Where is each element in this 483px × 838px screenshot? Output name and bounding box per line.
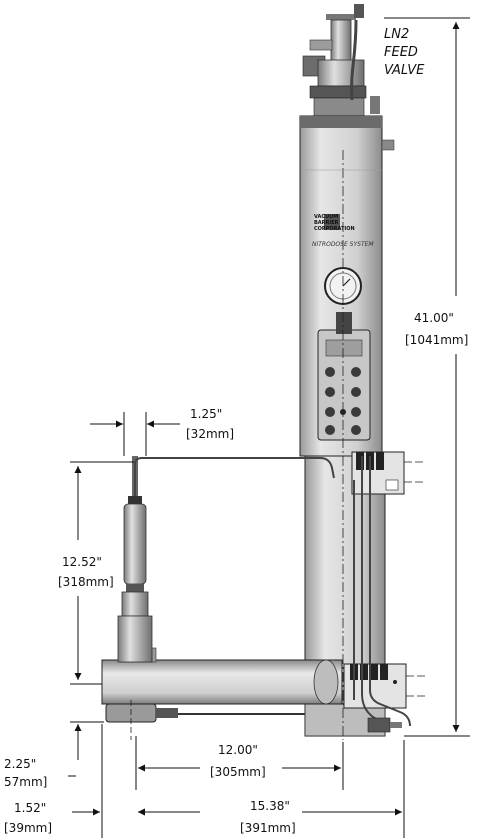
- brand-label: VACUUM BARRIER CORPORATION NITRODOSE SYS…: [312, 214, 374, 248]
- probe-height-mm: [318mm]: [58, 575, 114, 589]
- height-total-mm: [1041mm]: [405, 333, 468, 347]
- base-offset-mm: 57mm]: [4, 775, 47, 789]
- arm-length-mm: [305mm]: [210, 765, 266, 779]
- probe-width-in: 1.25": [190, 407, 222, 421]
- brand-line2: BARRIER: [314, 220, 339, 226]
- lower-valve: [367, 717, 402, 733]
- probe-height-in: 12.52": [62, 555, 102, 569]
- nozzle-assembly: [105, 700, 305, 740]
- front-offset-mm: [39mm]: [4, 821, 52, 835]
- dimension-lines: [68, 17, 470, 838]
- product-name: NITRODOSE SYSTEM: [312, 241, 374, 248]
- valve-label-line3: VALVE: [384, 63, 425, 78]
- valve-label-line1: LN2: [384, 27, 409, 42]
- dosing-unit-body: [299, 115, 395, 740]
- front-offset-in: 1.52": [14, 801, 46, 815]
- brand-line1: VACUUM: [314, 214, 338, 220]
- base-offset-in: 2.25": [4, 757, 36, 771]
- dosing-arm: [101, 647, 343, 705]
- arm-length-in: 12.00": [218, 743, 258, 757]
- height-total-in: 41.00": [414, 311, 454, 325]
- overall-depth-mm: [391mm]: [240, 821, 296, 835]
- lower-bracket: [343, 663, 426, 709]
- brand-line3: CORPORATION: [314, 226, 355, 232]
- overall-depth-in: 15.38": [250, 799, 290, 813]
- valve-label: LN2 FEED VALVE: [384, 27, 425, 78]
- dosing-probe: [117, 456, 153, 663]
- upper-bracket: [351, 451, 425, 495]
- feed-valve-assembly: [302, 4, 380, 117]
- probe-width-mm: [32mm]: [186, 427, 234, 441]
- valve-label-line2: FEED: [384, 45, 418, 60]
